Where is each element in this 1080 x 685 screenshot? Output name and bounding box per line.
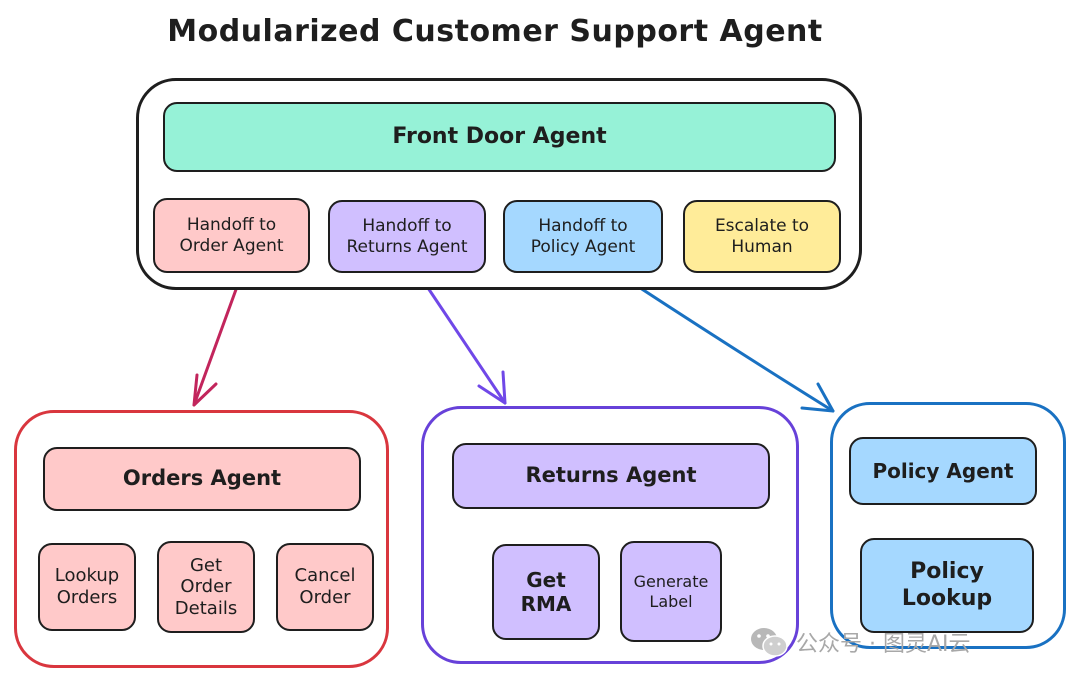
- policy-agent-label: Policy Agent: [872, 459, 1014, 483]
- arrow-to-returns: [418, 274, 507, 405]
- handoff-policy-line1: Handoff to: [538, 216, 628, 237]
- wechat-icon: [751, 628, 788, 657]
- get-rma-line2: RMA: [520, 592, 572, 616]
- get-rma-line1: Get: [526, 568, 566, 592]
- cancel-order-tool: Cancel Order: [276, 543, 374, 631]
- get-order-details-tool: Get Order Details: [157, 541, 255, 633]
- arrow-to-policy: [626, 278, 835, 413]
- orders-agent-label: Orders Agent: [122, 466, 282, 491]
- handoff-order-agent: Handoff to Order Agent: [153, 198, 310, 273]
- escalate-line1: Escalate to: [714, 216, 810, 237]
- lookup-orders-line2: Orders: [56, 587, 118, 608]
- handoff-returns-line2: Returns Agent: [346, 236, 468, 257]
- get-order-details-line2: Order: [180, 576, 232, 598]
- watermark-text: 公众号 · 图灵AI云: [796, 632, 971, 657]
- arrow-to-orders-head: [192, 373, 218, 407]
- escalate-to-human: Escalate to Human: [683, 200, 841, 273]
- get-rma-tool: Get RMA: [492, 544, 600, 640]
- generate-label-line1: Generate: [633, 572, 709, 592]
- policy-lookup-line1: Policy: [910, 559, 984, 585]
- lookup-orders-line1: Lookup: [54, 565, 120, 587]
- cancel-order-line1: Cancel: [294, 565, 356, 587]
- returns-agent: Returns Agent: [452, 443, 770, 509]
- policy-agent: Policy Agent: [849, 437, 1037, 505]
- returns-agent-label: Returns Agent: [525, 463, 697, 488]
- arrow-to-policy-head: [800, 382, 835, 413]
- diagram-title: Modularized Customer Support Agent: [167, 14, 823, 49]
- generate-label-line2: Label: [649, 591, 693, 611]
- escalate-line2: Human: [731, 236, 793, 257]
- handoff-returns-agent: Handoff to Returns Agent: [328, 200, 486, 273]
- policy-lookup-tool: Policy Lookup: [860, 538, 1034, 633]
- handoff-policy-line2: Policy Agent: [530, 236, 636, 257]
- arrow-to-orders: [192, 282, 240, 407]
- handoff-policy-agent: Handoff to Policy Agent: [503, 200, 663, 273]
- front-door-agent-label: Front Door Agent: [392, 123, 607, 149]
- generate-label-tool: Generate Label: [620, 541, 722, 642]
- policy-lookup-line2: Lookup: [901, 585, 993, 611]
- lookup-orders-tool: Lookup Orders: [38, 543, 136, 631]
- arrow-to-returns-head: [477, 370, 507, 405]
- orders-agent: Orders Agent: [43, 447, 361, 511]
- watermark: 公众号 · 图灵AI云: [750, 622, 971, 662]
- front-door-agent: Front Door Agent: [163, 102, 836, 172]
- handoff-order-line2: Order Agent: [179, 235, 284, 256]
- handoff-order-line1: Handoff to: [186, 215, 277, 236]
- handoff-returns-line1: Handoff to: [362, 216, 452, 237]
- get-order-details-line1: Get: [189, 554, 223, 576]
- get-order-details-line3: Details: [174, 597, 238, 619]
- cancel-order-line2: Order: [299, 587, 351, 608]
